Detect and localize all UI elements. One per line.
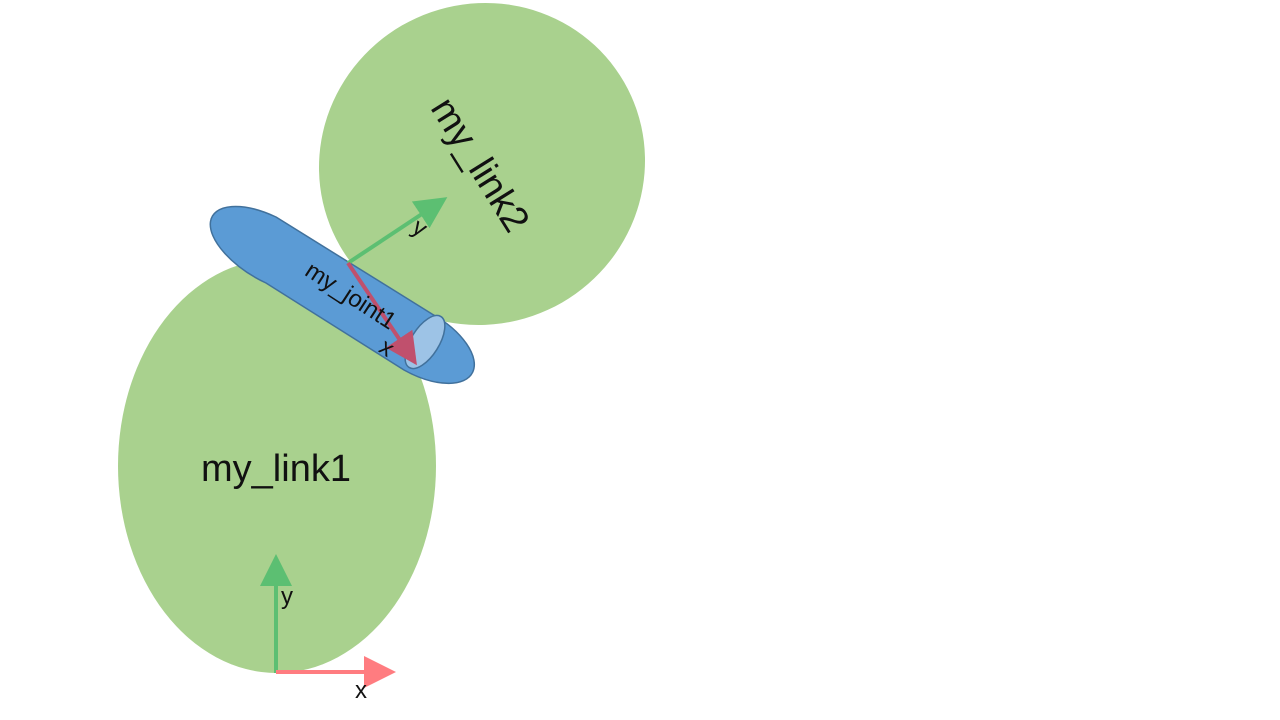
- joint-frame-y-axis-arrow: [346, 197, 448, 265]
- base-frame-x-label: x: [355, 677, 367, 704]
- link1-label: my_link1: [201, 448, 351, 490]
- joint-frame-x-axis-arrow: [346, 261, 417, 366]
- base-frame-y-label: y: [281, 583, 293, 610]
- link2-ellipse: [318, 2, 646, 326]
- link1-ellipse: [118, 259, 436, 673]
